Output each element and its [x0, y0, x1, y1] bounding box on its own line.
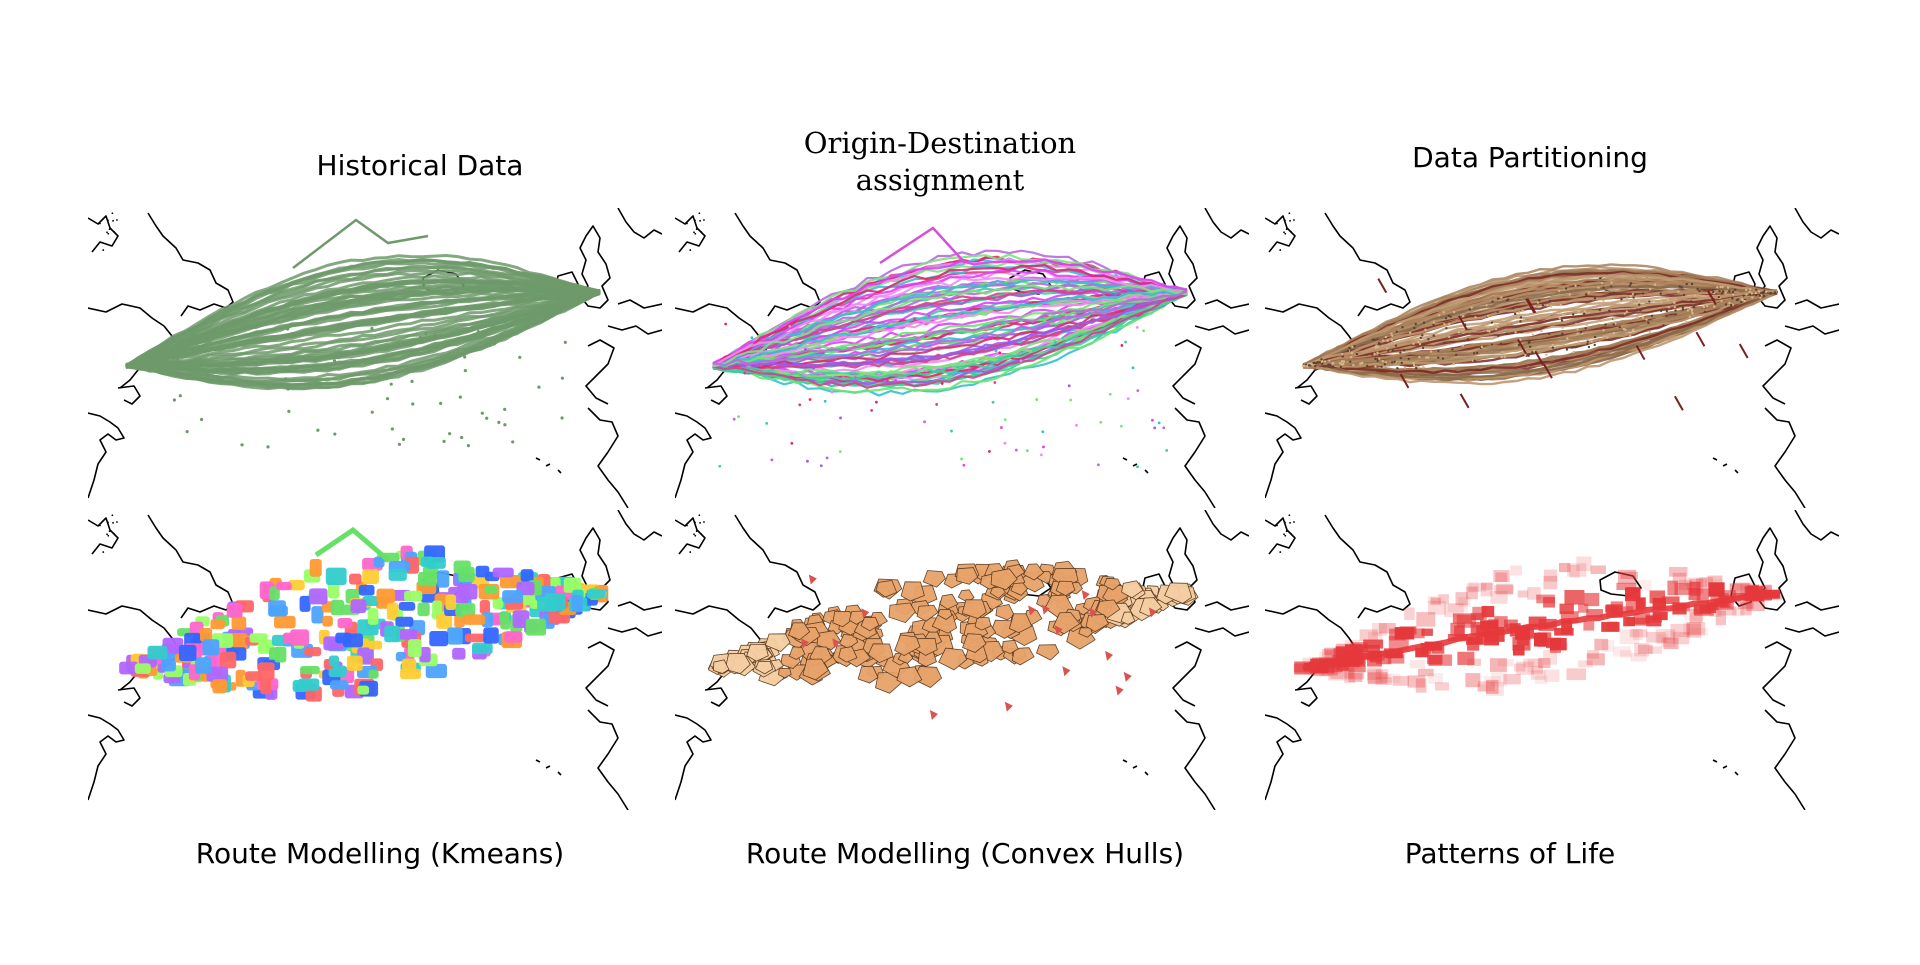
map-kmeans — [88, 510, 662, 810]
map-partitioning — [1265, 208, 1839, 508]
map-panel-od — [675, 208, 1249, 508]
map-hulls — [675, 510, 1249, 810]
map-panel-hulls — [675, 510, 1249, 810]
map-panel-pol — [1265, 510, 1839, 810]
map-od — [675, 208, 1249, 508]
panel-title-pol: Patterns of Life — [1404, 837, 1616, 870]
panel-title-od: Origin-Destination assignment — [803, 126, 1077, 197]
map-pol — [1265, 510, 1839, 810]
map-panel-historical — [88, 208, 662, 508]
map-panel-partitioning — [1265, 208, 1839, 508]
panel-title-historical: Historical Data — [316, 149, 524, 182]
map-panel-kmeans — [88, 510, 662, 810]
panel-title-hulls: Route Modelling (Convex Hulls) — [745, 837, 1185, 870]
map-historical — [88, 208, 662, 508]
panel-title-kmeans: Route Modelling (Kmeans) — [195, 837, 565, 870]
panel-title-partitioning: Data Partitioning — [1412, 141, 1648, 174]
